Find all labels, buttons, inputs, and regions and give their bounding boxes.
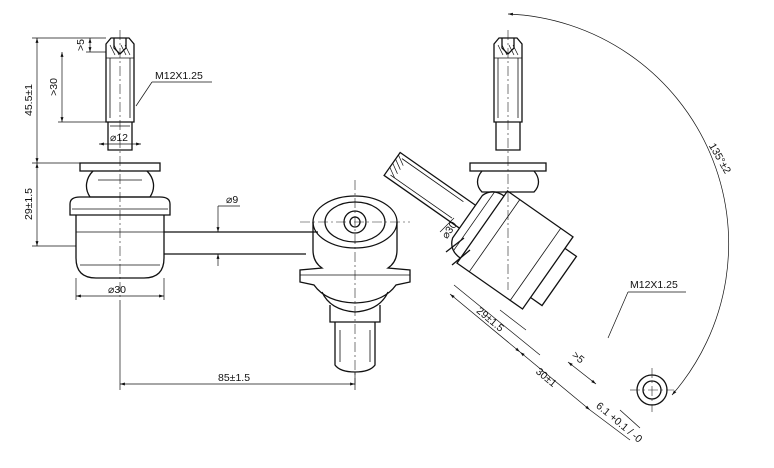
- rotated-thread-length-label: 30±1: [533, 366, 559, 390]
- rotated-body-height-label: 29±1.5: [474, 305, 506, 335]
- tip-length-label: >5: [75, 39, 87, 51]
- body-height-label: 29±1.5: [23, 188, 35, 220]
- swing-angle-arc: [507, 12, 730, 396]
- stud-height-label: 45.5±1: [23, 84, 35, 116]
- flange: [69, 162, 171, 216]
- rod-diameter-label: ⌀9: [226, 194, 238, 206]
- rotated-hole-offset-label: 6.1 +0.1 / -0: [593, 400, 644, 446]
- rotated-rod: [445, 237, 471, 266]
- rotated-body-diameter-label: ⌀30: [439, 219, 459, 241]
- front-view: >5 >30 45.5±1 29±1.5 M12X1.25 ⌀12 ⌀30 ⌀9…: [23, 30, 411, 390]
- joint-body: [75, 215, 165, 279]
- neck-diameter-label: ⌀12: [110, 132, 128, 144]
- swing-angle-label: 135°±2: [706, 141, 733, 176]
- center-distance-label: 85±1.5: [218, 372, 250, 384]
- dimensions-front: [32, 37, 356, 390]
- ball-joint-head: [299, 195, 411, 323]
- rotated-thread-spec-label: M12X1.25: [630, 279, 678, 291]
- dimensions-rotated: [439, 217, 686, 441]
- connecting-rod: [164, 231, 318, 255]
- rotated-body: [451, 190, 578, 310]
- rotated-lower-stud: [383, 151, 476, 229]
- thread-spec-label: M12X1.25: [155, 70, 203, 82]
- rotated-view: ⌀30 29±1.5 M12X1.25 >5 30±1 6.1 +0.1 / -…: [383, 12, 733, 446]
- rotated-tip-length-label: >5: [569, 349, 586, 366]
- body-diameter-label: ⌀30: [108, 284, 126, 296]
- thread-length-label: >30: [48, 78, 60, 96]
- hole-detail: [630, 368, 674, 412]
